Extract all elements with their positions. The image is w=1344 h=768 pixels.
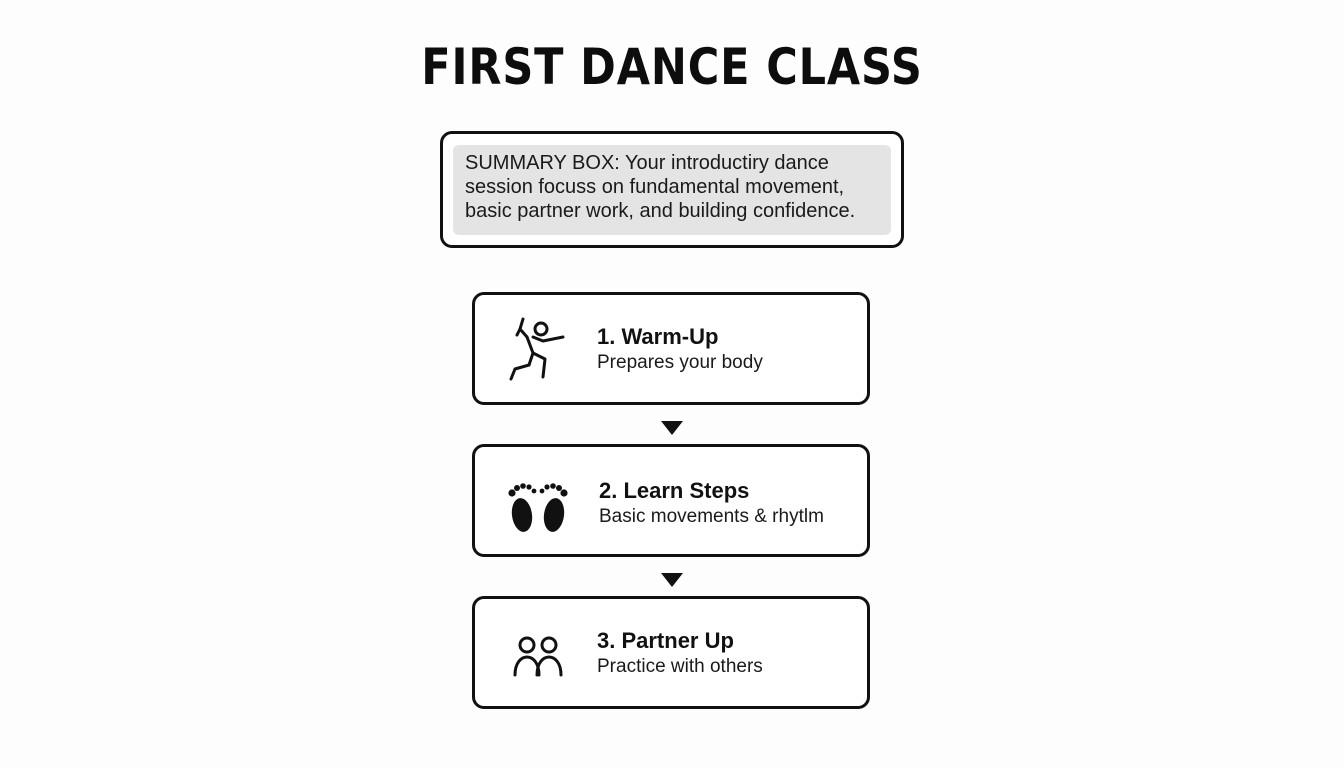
step-description: Prepares your body xyxy=(597,352,763,373)
summary-box: SUMMARY BOX: Your introductiry dance ses… xyxy=(440,131,904,248)
step-title: 2. Learn Steps xyxy=(599,478,750,503)
step-description: Basic movements & rhytlm xyxy=(599,506,824,527)
summary-text: SUMMARY BOX: Your introductiry dance ses… xyxy=(453,145,891,235)
step-description: Practice with others xyxy=(597,656,763,677)
step-title: 3. Partner Up xyxy=(597,628,734,653)
step-title: 1. Warm-Up xyxy=(597,324,719,349)
footprints-icon xyxy=(503,467,573,537)
people-icon xyxy=(503,619,573,689)
down-arrow-icon xyxy=(661,421,683,435)
step-learn-steps: 2. Learn Steps Basic movements & rhytlm xyxy=(472,444,870,557)
down-arrow-icon xyxy=(661,573,683,587)
step-warm-up: 1. Warm-Up Prepares your body xyxy=(472,292,870,405)
step-partner-up: 3. Partner Up Practice with others xyxy=(472,596,870,709)
dancer-icon xyxy=(503,315,573,385)
page-title: FIRST DANCE CLASS xyxy=(421,38,923,96)
